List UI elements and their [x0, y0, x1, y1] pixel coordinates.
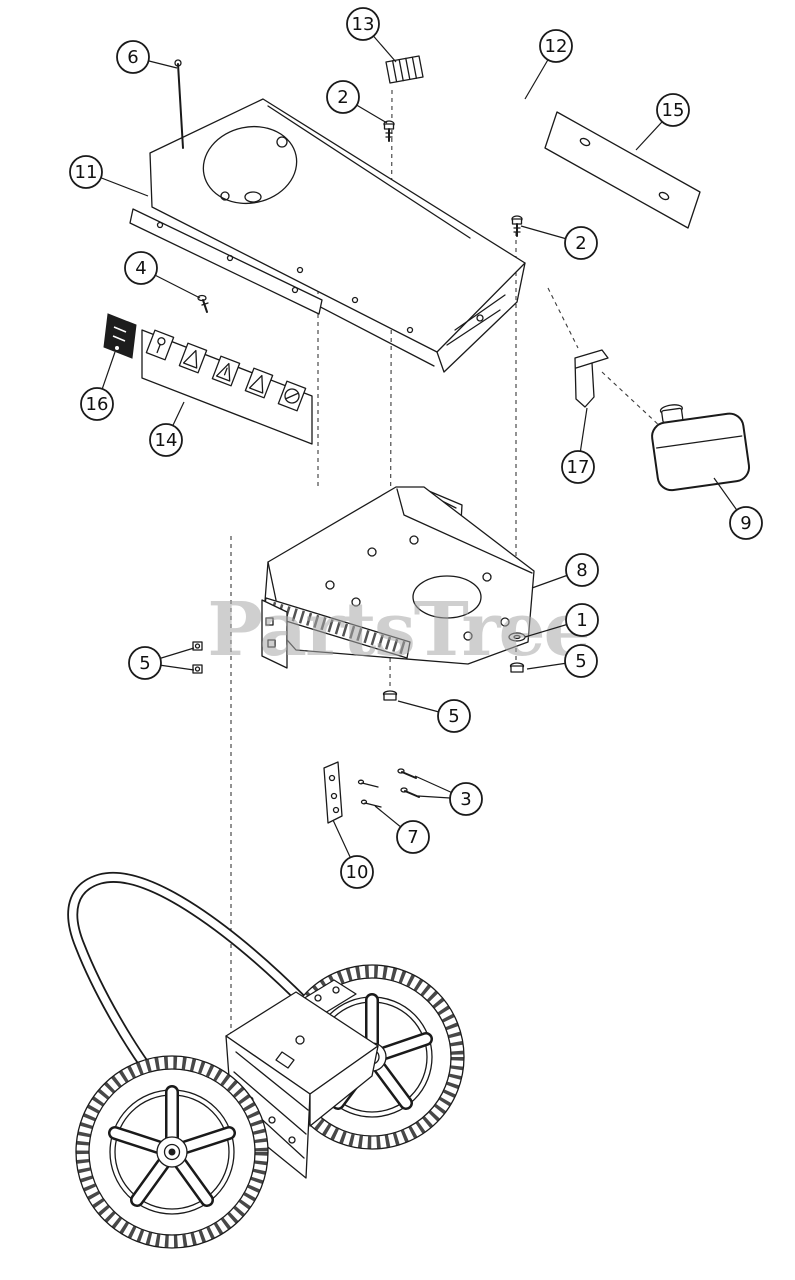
callout-6[interactable]: 6 — [116, 40, 150, 74]
handle-tube — [67, 872, 312, 1090]
svg-text:17: 17 — [567, 457, 590, 478]
watermark: PartsTree — [207, 587, 588, 673]
svg-text:12: 12 — [545, 36, 568, 57]
callout-10[interactable]: 10 — [340, 855, 374, 889]
axle-deck — [199, 979, 379, 1179]
svg-text:9: 9 — [740, 513, 751, 534]
trim-strip — [129, 208, 323, 315]
left-wheel-spokes — [108, 1085, 236, 1207]
svg-text:1: 1 — [576, 610, 587, 631]
svg-text:5: 5 — [139, 653, 150, 674]
callout-17[interactable]: 17 — [561, 450, 595, 484]
base-plate — [261, 486, 535, 669]
svg-text:15: 15 — [662, 100, 685, 121]
fuel-tank — [651, 404, 751, 492]
svg-text:11: 11 — [75, 162, 98, 183]
callout-4[interactable]: 4 — [124, 251, 158, 285]
svg-text:10: 10 — [346, 862, 369, 883]
callout-3[interactable]: 3 — [449, 782, 483, 816]
callout-14[interactable]: 14 — [149, 423, 183, 457]
callout-15[interactable]: 15 — [656, 93, 690, 127]
clip-bracket — [574, 349, 609, 408]
svg-text:7: 7 — [407, 827, 418, 848]
svg-text:14: 14 — [155, 430, 178, 451]
square-nuts-5-left — [192, 641, 203, 674]
svg-text:16: 16 — [86, 394, 109, 415]
callout-2-right[interactable]: 2 — [564, 226, 598, 260]
screw-4 — [197, 294, 209, 313]
callout-12[interactable]: 12 — [539, 29, 573, 63]
svg-text:5: 5 — [575, 651, 586, 672]
small-label — [103, 313, 137, 359]
hex-bolt-top — [383, 120, 395, 142]
bolts-3 — [397, 768, 420, 798]
svg-text:6: 6 — [127, 47, 138, 68]
callout-1[interactable]: 1 — [565, 603, 599, 637]
svg-text:2: 2 — [337, 87, 348, 108]
svg-text:3: 3 — [460, 789, 471, 810]
callout-7[interactable]: 7 — [396, 820, 430, 854]
callout-5-right[interactable]: 5 — [564, 644, 598, 678]
callout-11[interactable]: 11 — [69, 155, 103, 189]
svg-text:4: 4 — [135, 258, 146, 279]
support-rod — [174, 59, 184, 149]
engine-cover — [149, 98, 526, 373]
nut-5-right — [509, 662, 525, 673]
svg-text:8: 8 — [576, 560, 587, 581]
callout-2-top[interactable]: 2 — [326, 80, 360, 114]
callout-8[interactable]: 8 — [565, 553, 599, 587]
callout-13[interactable]: 13 — [346, 7, 380, 41]
screws-7 — [357, 779, 382, 808]
nut-5-bottom — [382, 690, 398, 701]
striped-decal — [385, 55, 424, 84]
callout-9[interactable]: 9 — [729, 506, 763, 540]
warning-label-strip — [141, 329, 313, 445]
svg-text:13: 13 — [352, 14, 375, 35]
callout-16[interactable]: 16 — [80, 387, 114, 421]
mounting-bracket-10 — [323, 761, 343, 824]
flat-bar — [544, 111, 701, 229]
svg-text:2: 2 — [575, 233, 586, 254]
callout-5-bottom[interactable]: 5 — [437, 699, 471, 733]
svg-text:5: 5 — [448, 706, 459, 727]
left-wheel — [75, 1055, 269, 1249]
hex-bolt-right — [511, 215, 523, 237]
callout-5-left[interactable]: 5 — [128, 646, 162, 680]
